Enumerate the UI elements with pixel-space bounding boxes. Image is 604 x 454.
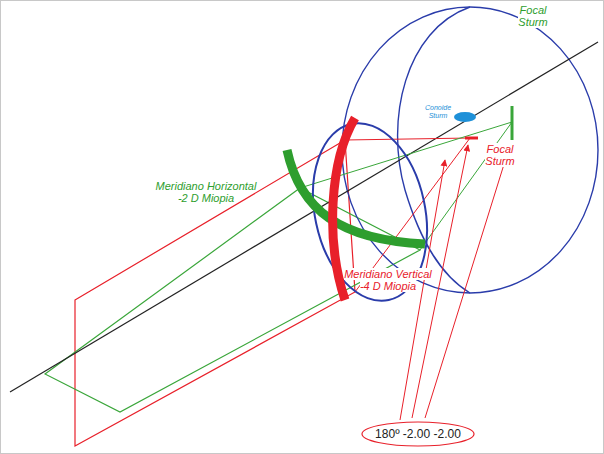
horizontal-beam-plane (45, 188, 420, 412)
focal-label-box: Focal Sturm (482, 143, 518, 167)
focal-label-box: Focal Sturm (514, 4, 552, 28)
conoid-of-sturm (454, 112, 476, 122)
conoid-label-box: Conoide Sturm (418, 104, 458, 120)
meridian-label: Meridiano Vertical -4 D Miopia (344, 268, 432, 292)
green-focal-line (511, 106, 514, 140)
horizontal-meridian (287, 150, 425, 244)
leader-arrow (412, 145, 468, 418)
conoid-label: Conoide Sturm (425, 104, 451, 119)
eye-globe (342, 7, 598, 293)
meridian-label: Meridiano Horizontal -2 D Miopia (156, 180, 257, 204)
leader-arrow (425, 145, 510, 418)
focal-label: Focal Sturm (485, 143, 514, 167)
eye-inner-contour (398, 7, 470, 293)
prescription-text: 180º -2.00 -2.00 (375, 427, 461, 441)
red-focal-line (465, 137, 478, 140)
meridian-label-box: Meridiano Horizontal -2 D Miopia (150, 180, 262, 204)
optical-axis (10, 42, 598, 392)
meridian-label-box: Meridiano Vertical -4 D Miopia (340, 268, 436, 292)
focal-label: Focal Sturm (518, 4, 547, 28)
ellipse-shape (362, 422, 474, 446)
red-ray (345, 138, 470, 140)
green-ray (420, 122, 512, 250)
prescription-ellipse: 180º -2.00 -2.00 (361, 421, 475, 447)
